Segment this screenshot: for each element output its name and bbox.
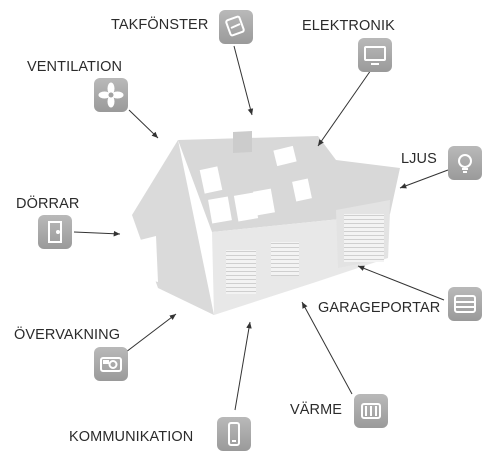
roof-window bbox=[292, 178, 312, 202]
label-ljus: LJUS bbox=[401, 151, 437, 167]
garage-door-icon bbox=[448, 287, 482, 321]
roof-window bbox=[253, 188, 275, 216]
camera-icon bbox=[94, 347, 128, 381]
label-overvakning: ÖVERVAKNING bbox=[14, 327, 121, 343]
roof-window bbox=[233, 192, 259, 222]
label-kommunikation: KOMMUNIKATION bbox=[69, 429, 194, 445]
arrow-varme bbox=[301, 301, 353, 395]
label-ventilation: VENTILATION bbox=[27, 59, 123, 75]
side-door bbox=[140, 236, 158, 282]
phone-icon bbox=[217, 417, 251, 451]
chimney bbox=[233, 131, 252, 153]
front-vent bbox=[226, 250, 256, 294]
label-elektronik: ELEKTRONIK bbox=[302, 18, 395, 34]
roof-window bbox=[199, 166, 223, 194]
garage-door bbox=[344, 214, 384, 262]
arrow-kommunikation bbox=[234, 321, 252, 411]
roof-window bbox=[273, 145, 297, 167]
arrow-dorrar bbox=[73, 230, 121, 237]
label-garageportar: GARAGEPORTAR bbox=[318, 300, 441, 316]
door-icon bbox=[38, 215, 72, 249]
arrow-takfonster bbox=[233, 45, 254, 116]
light-bulb-icon bbox=[448, 146, 482, 180]
label-dorrar: DÖRRAR bbox=[16, 196, 80, 212]
radiator-icon bbox=[354, 394, 388, 428]
roof-window bbox=[208, 196, 232, 224]
arrow-garageportar bbox=[357, 265, 445, 301]
arrow-elektronik bbox=[317, 69, 372, 147]
fan-icon bbox=[94, 78, 128, 112]
front-vent bbox=[271, 242, 299, 276]
roof-window-icon bbox=[219, 10, 253, 44]
arrow-ventilation bbox=[128, 109, 159, 139]
monitor-icon bbox=[358, 38, 392, 72]
connector-arrows bbox=[73, 45, 449, 411]
arrow-ljus bbox=[399, 169, 449, 189]
arrow-overvakning bbox=[125, 313, 177, 353]
house-roof bbox=[178, 136, 400, 232]
label-takfonster: TAKFÖNSTER bbox=[111, 17, 209, 33]
house bbox=[132, 131, 400, 315]
label-varme: VÄRME bbox=[290, 402, 343, 418]
